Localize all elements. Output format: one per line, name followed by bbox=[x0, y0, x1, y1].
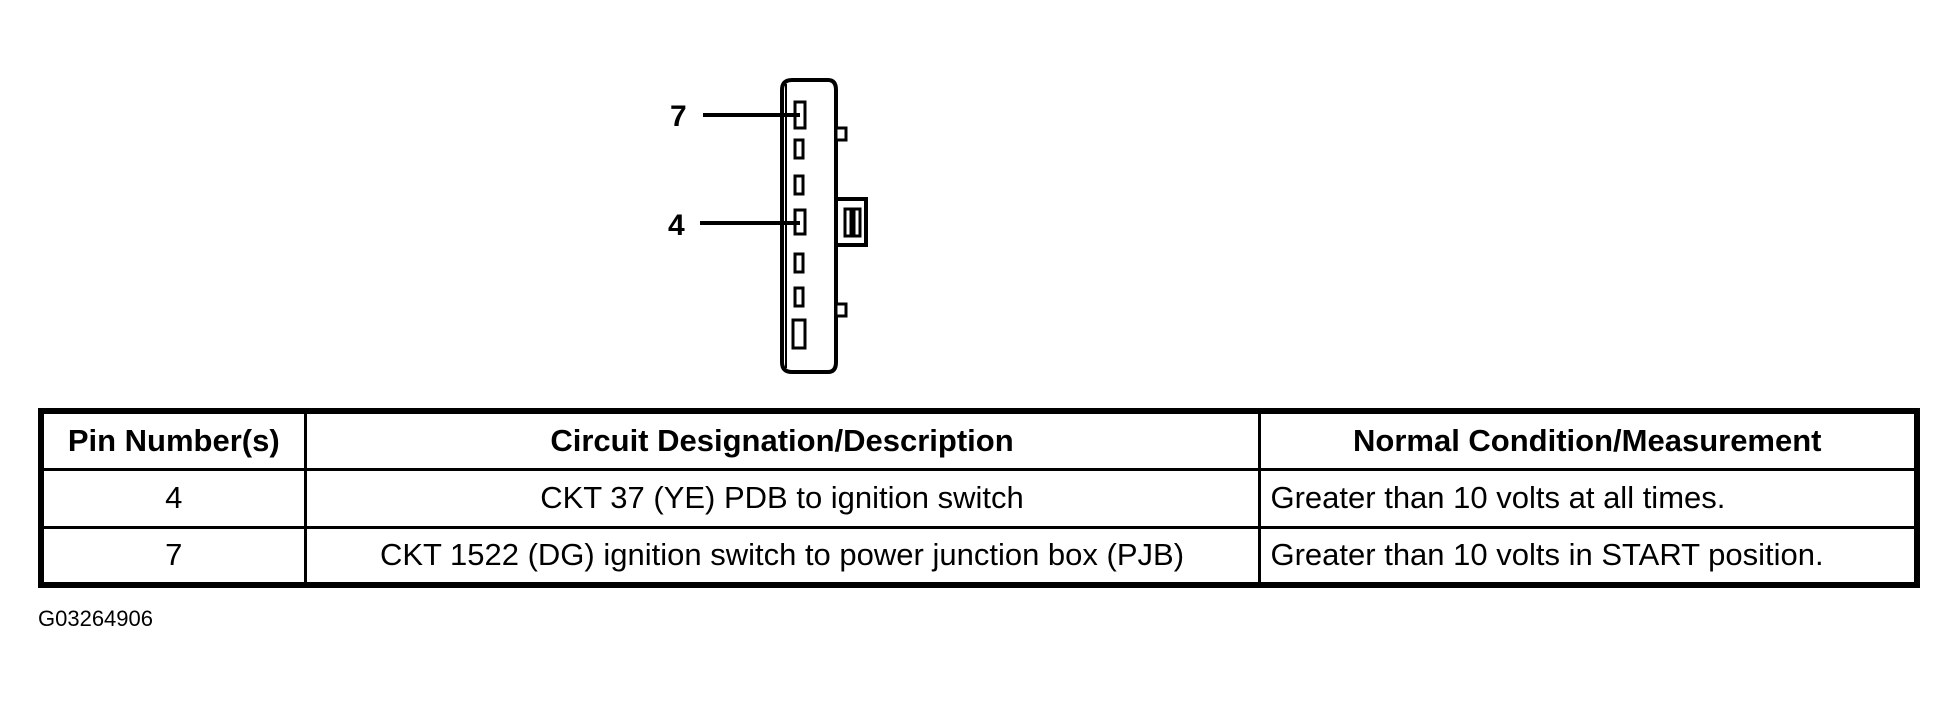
connector-body bbox=[780, 78, 838, 374]
pin-measurement-table: Pin Number(s) Circuit Designation/Descri… bbox=[38, 408, 1920, 588]
cell-pin: 7 bbox=[39, 525, 307, 587]
figure-id: G03264906 bbox=[38, 606, 153, 631]
cell-circuit: CKT 37 (YE) PDB to ignition switch bbox=[303, 467, 1261, 529]
pin-cavity-6 bbox=[793, 138, 805, 160]
cell-measurement: Greater than 10 volts at all times. bbox=[1257, 467, 1919, 529]
header-circuit-designation: Circuit Designation/Description bbox=[303, 409, 1261, 471]
cell-measurement: Greater than 10 volts in START position. bbox=[1257, 525, 1919, 587]
pin-cavity-5 bbox=[793, 174, 805, 196]
table-row: 7 CKT 1522 (DG) ignition switch to power… bbox=[39, 525, 1919, 587]
connector-diagram: 7 4 bbox=[668, 78, 868, 374]
pin-cavity-2 bbox=[793, 286, 805, 308]
table-header-row: Pin Number(s) Circuit Designation/Descri… bbox=[39, 409, 1919, 471]
connector-latch bbox=[834, 197, 868, 247]
table-row: 4 CKT 37 (YE) PDB to ignition switch Gre… bbox=[39, 467, 1919, 529]
callout-pin-7: 7 bbox=[670, 100, 800, 133]
cell-circuit: CKT 1522 (DG) ignition switch to power j… bbox=[303, 525, 1261, 587]
cell-pin: 4 bbox=[39, 467, 307, 529]
connector-tab-bottom bbox=[834, 302, 848, 318]
header-pin-numbers: Pin Number(s) bbox=[39, 409, 307, 471]
connector-tab-top bbox=[834, 126, 848, 142]
callout-label-pin-7: 7 bbox=[670, 100, 687, 133]
pin-cavity-1 bbox=[791, 318, 807, 350]
callout-label-pin-4: 4 bbox=[668, 209, 685, 242]
header-normal-condition: Normal Condition/Measurement bbox=[1257, 409, 1919, 471]
pin-cavity-3 bbox=[793, 252, 805, 274]
callout-pin-4: 4 bbox=[668, 209, 800, 242]
